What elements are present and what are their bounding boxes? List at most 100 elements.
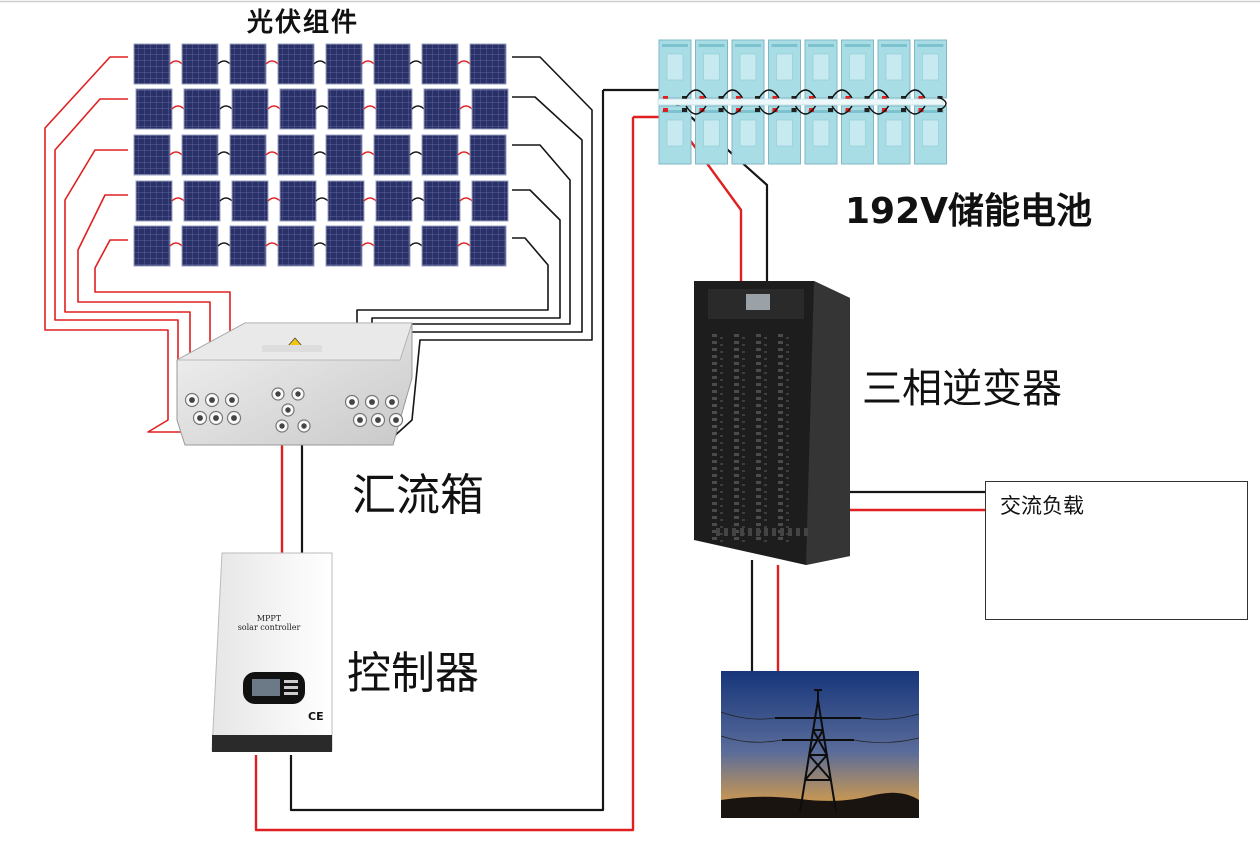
vent-slot	[778, 509, 783, 512]
pv-panel	[135, 180, 185, 222]
pv-panel	[469, 134, 507, 176]
vent-slot	[778, 376, 783, 379]
vent-slot	[734, 495, 739, 498]
vent-slot	[734, 334, 739, 337]
vent-slot	[756, 467, 761, 470]
battery-cell	[658, 105, 692, 165]
vent-slot	[712, 481, 717, 484]
string-wire-positive-2	[54, 98, 195, 413]
pv-panel	[181, 134, 231, 176]
wire-battery-inverter-positive	[667, 109, 743, 281]
vent-slot	[756, 362, 761, 365]
wire-battery-controller-negative	[289, 90, 605, 812]
vent-slot	[734, 418, 739, 421]
battery-cell	[768, 105, 801, 165]
vent-slot	[804, 528, 808, 536]
vent-slot	[756, 425, 761, 428]
vent-slot	[712, 453, 717, 456]
vent-slot	[756, 348, 761, 351]
controller-face-text: MPPT solar controller	[232, 614, 306, 632]
ac-load-box	[985, 481, 1248, 620]
controller-label: 控制器	[347, 648, 479, 699]
string-wire-positive-4	[77, 194, 211, 398]
battery-link	[904, 105, 926, 115]
vent-slot	[778, 537, 783, 540]
vent-slot	[712, 474, 717, 477]
inverter-label: 三相逆变器	[862, 366, 1062, 412]
vent-slot	[716, 528, 720, 536]
vent-slot	[734, 383, 739, 386]
battery-link	[831, 105, 853, 115]
controller-model-text: MPPT	[256, 614, 282, 623]
battery-cell	[841, 105, 874, 165]
pv-panel	[135, 88, 185, 130]
vent-slot	[712, 432, 717, 435]
vent-slot	[712, 446, 717, 449]
vent-slot	[796, 528, 800, 536]
vent-slot	[778, 474, 783, 477]
vent-slot	[712, 502, 717, 505]
vent-slot	[756, 446, 761, 449]
vent-slot	[756, 404, 761, 407]
vent-slot	[712, 418, 717, 421]
vent-slot	[734, 425, 739, 428]
vent-slot	[734, 439, 739, 442]
string-wire-positive-3	[64, 149, 191, 398]
vent-slot	[756, 460, 761, 463]
vent-slot	[712, 355, 717, 358]
combiner-box	[176, 322, 413, 446]
battery-cell	[804, 105, 838, 165]
pv-panel	[327, 88, 377, 130]
vent-slot	[756, 439, 761, 442]
vent-slot	[734, 390, 739, 393]
battery-link	[867, 105, 890, 115]
vent-slot	[756, 432, 761, 435]
battery-cell	[841, 39, 874, 100]
pv-panel	[373, 43, 423, 85]
vent-slot	[734, 376, 739, 379]
pv-panel	[133, 225, 183, 267]
vent-slot	[778, 460, 783, 463]
vent-slot	[712, 397, 717, 400]
vent-slot	[712, 523, 717, 526]
pv-panel	[373, 225, 423, 267]
battery-cell	[877, 39, 911, 100]
vent-slot	[756, 537, 761, 540]
vent-slot	[734, 516, 739, 519]
vent-slot	[756, 376, 761, 379]
pv-panel	[423, 180, 473, 222]
vent-slot	[778, 481, 783, 484]
pv-panel	[277, 134, 327, 176]
vent-slot	[788, 528, 792, 536]
vent-slot	[778, 502, 783, 505]
vent-slot	[724, 528, 728, 536]
battery-cell	[877, 105, 911, 165]
battery-cell	[804, 39, 838, 100]
battery-cell	[731, 105, 765, 165]
vent-slot	[712, 411, 717, 414]
pv-panel	[133, 43, 183, 85]
vent-slot	[756, 528, 760, 536]
battery-link	[794, 89, 817, 99]
pv-array	[133, 43, 509, 267]
pv-panel	[327, 180, 377, 222]
vent-slot	[712, 362, 717, 365]
pv-panel	[469, 43, 507, 85]
vent-slot	[734, 509, 739, 512]
combiner-box-label: 汇流箱	[352, 470, 484, 521]
pv-panel	[421, 225, 471, 267]
battery-cell	[658, 39, 692, 100]
vent-slot	[756, 390, 761, 393]
vent-slot	[734, 446, 739, 449]
vent-slot	[734, 348, 739, 351]
battery-end-link	[939, 97, 947, 111]
vent-slot	[778, 495, 783, 498]
vent-slot	[756, 523, 761, 526]
battery-link	[758, 89, 780, 99]
pv-panel	[229, 134, 279, 176]
battery-busbar	[657, 98, 944, 106]
vent-slot	[734, 355, 739, 358]
power-grid	[720, 671, 920, 818]
pv-panel	[229, 225, 279, 267]
vent-slot	[712, 390, 717, 393]
